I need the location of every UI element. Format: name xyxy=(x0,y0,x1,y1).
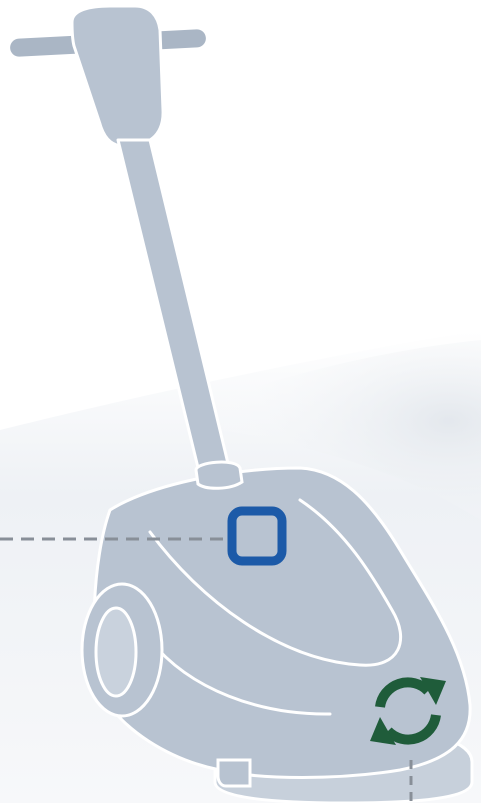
wheel-inner xyxy=(96,608,136,696)
foot-pedal xyxy=(218,760,250,786)
handle-collar xyxy=(196,462,242,488)
